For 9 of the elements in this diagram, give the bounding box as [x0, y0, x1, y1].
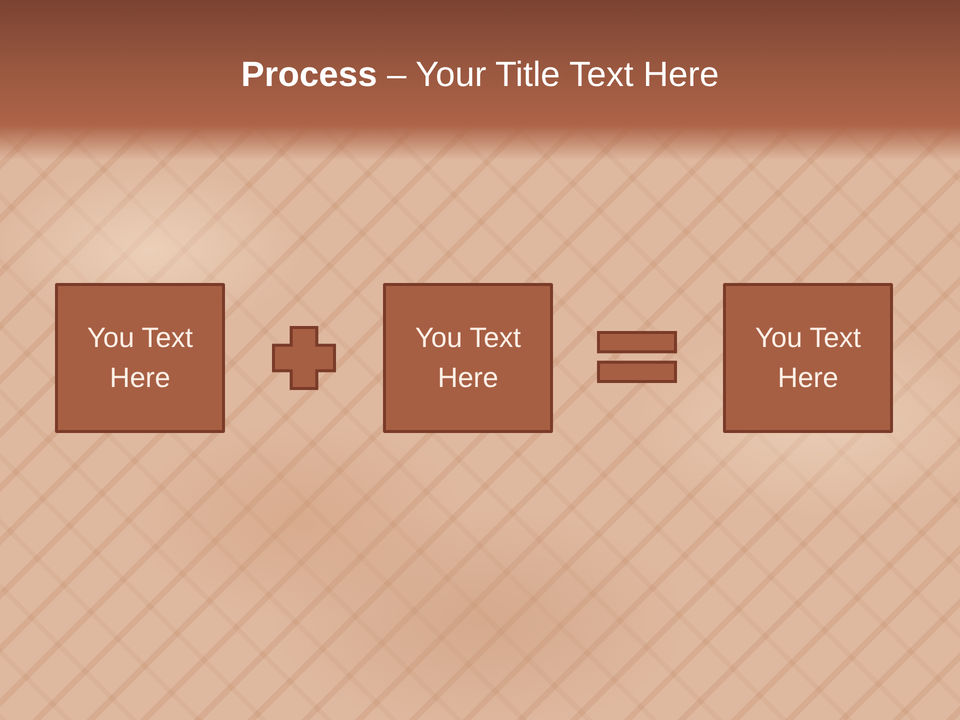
plus-icon — [272, 326, 336, 390]
box-text: You Text Here — [86, 321, 194, 395]
box-text: You Text Here — [414, 321, 522, 395]
process-box — [383, 283, 553, 433]
equals-icon — [597, 331, 677, 383]
process-box — [723, 283, 893, 433]
slide-title: Process – Your Title Text Here — [240, 54, 720, 96]
process-box — [55, 283, 225, 433]
box-text: You Text Here — [754, 321, 862, 395]
